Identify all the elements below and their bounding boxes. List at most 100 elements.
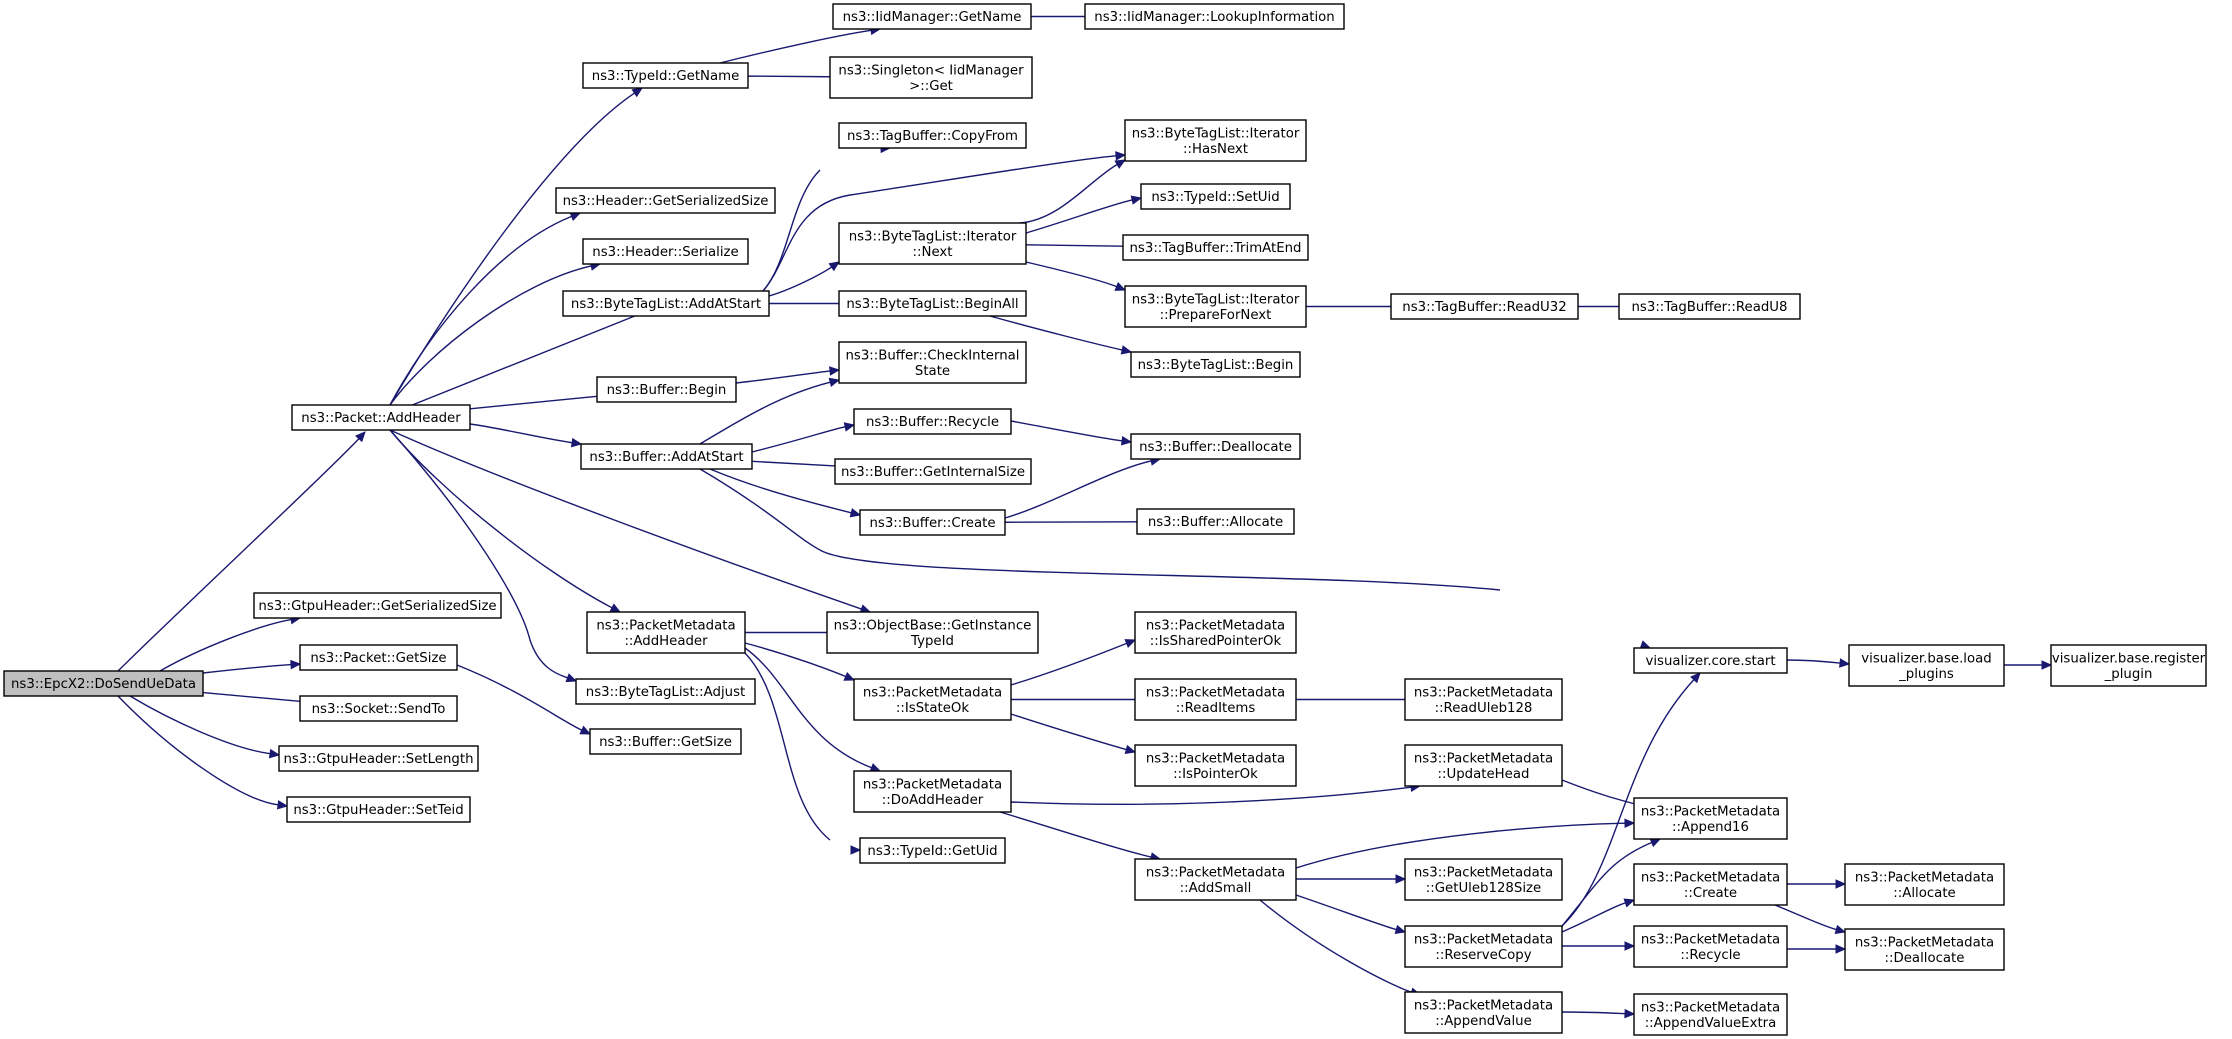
node-box[interactable] — [582, 238, 749, 265]
node-box[interactable] — [299, 644, 458, 671]
node-box[interactable] — [829, 56, 1033, 99]
node-box[interactable] — [1404, 991, 1563, 1034]
node-box[interactable] — [1404, 744, 1563, 787]
node-n19[interactable]: ns3::ByteTagList::Iterator::Next — [838, 222, 1027, 265]
node-box[interactable] — [853, 408, 1012, 435]
node-n52[interactable]: ns3::PacketMetadata::AppendValueExtra — [1633, 993, 1788, 1036]
node-box[interactable] — [1134, 678, 1297, 721]
node-n53[interactable]: visualizer.base.load_plugins — [1848, 644, 2005, 687]
node-box[interactable] — [1633, 863, 1788, 906]
node-n7[interactable]: ns3::TypeId::GetName — [582, 62, 749, 89]
node-box[interactable] — [1848, 644, 2005, 687]
node-n56[interactable]: visualizer.base.register_plugin — [2050, 644, 2207, 687]
node-box[interactable] — [1084, 3, 1345, 30]
node-box[interactable] — [1844, 928, 2005, 971]
node-n37[interactable]: ns3::PacketMetadata::IsSharedPointerOk — [1134, 611, 1297, 654]
node-box[interactable] — [1633, 925, 1788, 968]
node-box[interactable] — [596, 376, 737, 403]
node-n22[interactable]: ns3::Buffer::Recycle — [853, 408, 1012, 435]
node-box[interactable] — [1124, 285, 1307, 328]
node-box[interactable] — [1140, 183, 1291, 210]
node-box[interactable] — [1136, 508, 1295, 535]
node-box[interactable] — [3, 670, 204, 697]
node-n4[interactable]: ns3::Socket::SendTo — [299, 695, 458, 722]
node-n18[interactable]: ns3::TagBuffer::CopyFrom — [838, 122, 1027, 149]
node-n45[interactable]: ns3::PacketMetadata::GetUleb128Size — [1404, 858, 1563, 901]
node-n41[interactable]: ns3::TagBuffer::ReadU32 — [1390, 293, 1579, 320]
node-n44[interactable]: ns3::PacketMetadata::UpdateHead — [1404, 744, 1563, 787]
node-n16[interactable]: ns3::IidManager::GetName — [832, 3, 1032, 30]
node-box[interactable] — [1124, 119, 1307, 162]
node-n42[interactable]: ns3::TagBuffer::ReadU8 — [1618, 293, 1801, 320]
node-box[interactable] — [1633, 797, 1788, 840]
node-box[interactable] — [1633, 993, 1788, 1036]
node-box[interactable] — [1633, 647, 1788, 674]
node-n10[interactable]: ns3::ByteTagList::AddAtStart — [562, 290, 770, 317]
node-box[interactable] — [826, 611, 1039, 654]
node-n36[interactable]: ns3::Buffer::Allocate — [1136, 508, 1295, 535]
node-n9[interactable]: ns3::Header::Serialize — [582, 238, 749, 265]
node-n38[interactable]: ns3::PacketMetadata::ReadItems — [1134, 678, 1297, 721]
node-n39[interactable]: ns3::PacketMetadata::IsPointerOk — [1134, 744, 1297, 787]
node-box[interactable] — [1844, 863, 2005, 906]
node-n12[interactable]: ns3::Buffer::AddAtStart — [580, 443, 753, 470]
node-n5[interactable]: ns3::GtpuHeader::SetLength — [278, 745, 479, 772]
node-box[interactable] — [1390, 293, 1579, 320]
node-box[interactable] — [1130, 433, 1301, 460]
node-n33[interactable]: ns3::ByteTagList::Iterator::PrepareForNe… — [1124, 285, 1307, 328]
node-box[interactable] — [1130, 351, 1301, 378]
node-box[interactable] — [838, 341, 1027, 384]
node-n20[interactable]: ns3::ByteTagList::BeginAll — [838, 290, 1027, 317]
node-box[interactable] — [832, 3, 1032, 30]
node-box[interactable] — [291, 404, 471, 431]
node-box[interactable] — [286, 796, 471, 823]
node-box[interactable] — [2050, 644, 2207, 687]
node-box[interactable] — [1404, 678, 1563, 721]
node-box[interactable] — [1404, 925, 1563, 968]
node-n28[interactable]: ns3::TypeId::GetUid — [859, 837, 1006, 864]
node-box[interactable] — [838, 122, 1027, 149]
node-n0[interactable]: ns3::EpcX2::DoSendUeData — [3, 670, 204, 697]
node-n26[interactable]: ns3::PacketMetadata::IsStateOk — [853, 678, 1012, 721]
node-box[interactable] — [299, 695, 458, 722]
node-box[interactable] — [253, 592, 502, 619]
node-n31[interactable]: ns3::TypeId::SetUid — [1140, 183, 1291, 210]
node-n24[interactable]: ns3::Buffer::Create — [859, 509, 1006, 536]
node-box[interactable] — [853, 770, 1012, 813]
node-n29[interactable]: ns3::IidManager::LookupInformation — [1084, 3, 1345, 30]
node-n40[interactable]: ns3::PacketMetadata::AddSmall — [1134, 858, 1297, 901]
node-n11[interactable]: ns3::Buffer::Begin — [596, 376, 737, 403]
node-n51[interactable]: ns3::PacketMetadata::Recycle — [1633, 925, 1788, 968]
node-box[interactable] — [555, 187, 776, 214]
node-n55[interactable]: ns3::PacketMetadata::Deallocate — [1844, 928, 2005, 971]
node-n47[interactable]: ns3::PacketMetadata::AppendValue — [1404, 991, 1563, 1034]
node-n6[interactable]: ns3::GtpuHeader::SetTeid — [286, 796, 471, 823]
node-box[interactable] — [834, 458, 1032, 485]
node-box[interactable] — [575, 678, 756, 705]
node-n48[interactable]: visualizer.core.start — [1633, 647, 1788, 674]
node-n43[interactable]: ns3::PacketMetadata::ReadUleb128 — [1404, 678, 1563, 721]
node-n46[interactable]: ns3::PacketMetadata::ReserveCopy — [1404, 925, 1563, 968]
node-box[interactable] — [589, 728, 742, 755]
node-n34[interactable]: ns3::ByteTagList::Begin — [1130, 351, 1301, 378]
node-box[interactable] — [586, 611, 746, 654]
node-n17[interactable]: ns3::Singleton< IidManager >::Get — [829, 56, 1033, 99]
node-n35[interactable]: ns3::Buffer::Deallocate — [1130, 433, 1301, 460]
node-n30[interactable]: ns3::ByteTagList::Iterator::HasNext — [1124, 119, 1307, 162]
node-box[interactable] — [1134, 858, 1297, 901]
node-box[interactable] — [1134, 611, 1297, 654]
node-n27[interactable]: ns3::PacketMetadata::DoAddHeader — [853, 770, 1012, 813]
node-n32[interactable]: ns3::TagBuffer::TrimAtEnd — [1122, 234, 1309, 261]
node-n54[interactable]: ns3::PacketMetadata::Allocate — [1844, 863, 2005, 906]
node-box[interactable] — [580, 443, 753, 470]
node-n8[interactable]: ns3::Header::GetSerializedSize — [555, 187, 776, 214]
node-n15[interactable]: ns3::Buffer::GetSize — [589, 728, 742, 755]
node-box[interactable] — [838, 290, 1027, 317]
node-box[interactable] — [278, 745, 479, 772]
node-box[interactable] — [853, 678, 1012, 721]
node-box[interactable] — [859, 509, 1006, 536]
node-n1[interactable]: ns3::Packet::AddHeader — [291, 404, 471, 431]
node-n13[interactable]: ns3::PacketMetadata::AddHeader — [586, 611, 746, 654]
